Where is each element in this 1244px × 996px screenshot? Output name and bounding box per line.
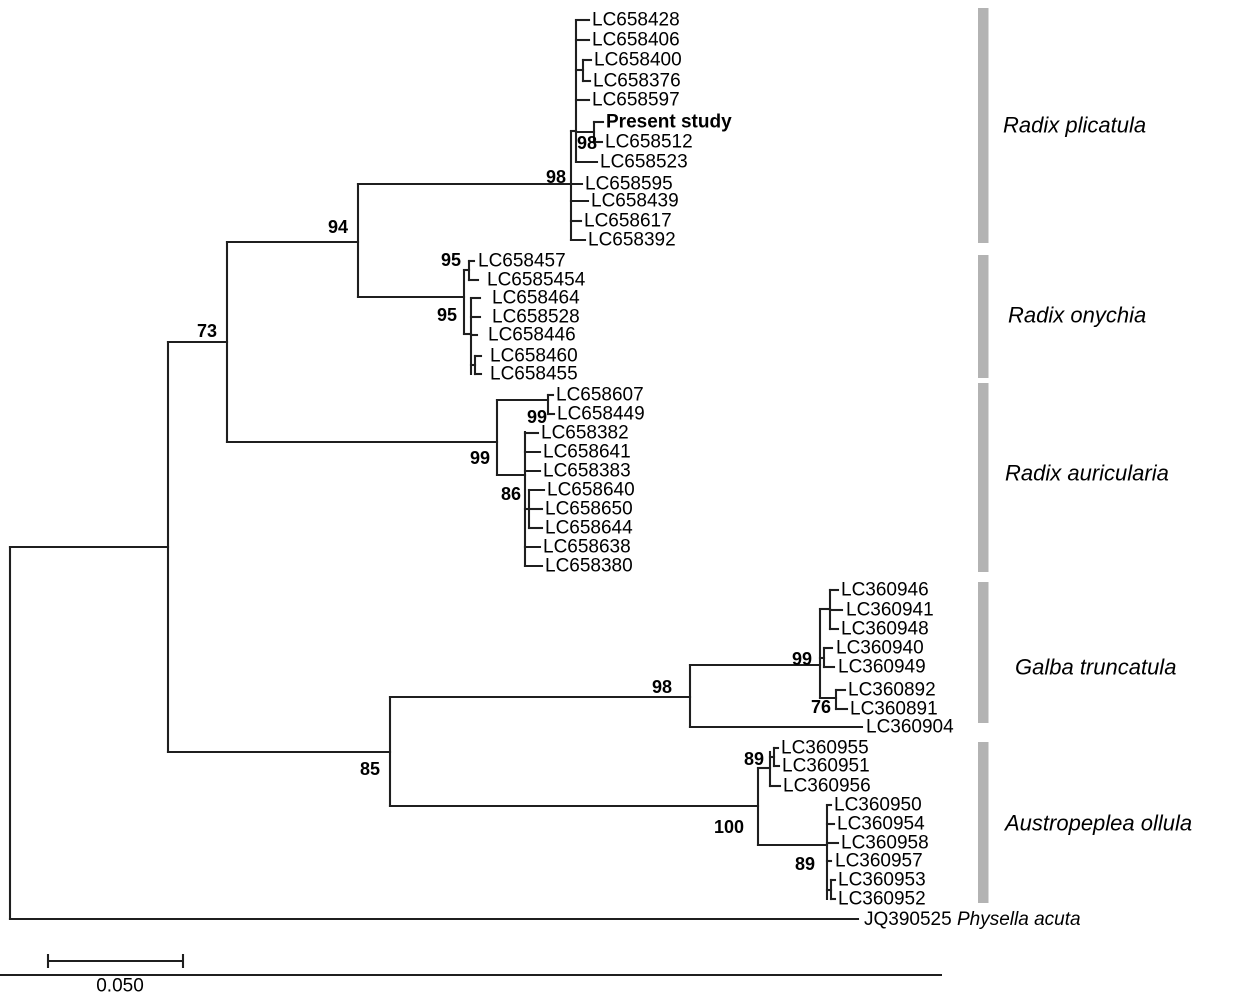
- present-study-label: Present study: [606, 112, 732, 133]
- taxon-label: LC360941: [846, 600, 934, 621]
- outgroup-species-name: Physella acuta: [957, 909, 1081, 930]
- bootstrap-value: 89: [795, 854, 815, 874]
- taxon-label: LC360904: [866, 717, 954, 738]
- taxon-label: LC658641: [543, 442, 631, 463]
- bootstrap-value: 73: [197, 321, 217, 341]
- taxon-label: LC658400: [594, 50, 682, 71]
- taxon-label: LC658380: [545, 556, 633, 577]
- taxon-label: LC360955: [781, 738, 869, 759]
- taxon-label: LC360951: [782, 756, 870, 777]
- clade-bar: [978, 742, 989, 903]
- taxon-label: LC360940: [836, 638, 924, 659]
- outgroup-accession: JQ390525: [864, 909, 957, 930]
- bootstrap-value: 95: [437, 305, 457, 325]
- taxon-label: LC658464: [492, 288, 580, 309]
- clade-species-label: Austropeplea ollula: [1003, 811, 1192, 836]
- bootstrap-value: 98: [546, 167, 566, 187]
- clade-bar: [978, 8, 989, 243]
- taxon-label: LC658449: [557, 404, 645, 425]
- taxon-label: LC360958: [841, 833, 929, 854]
- bootstrap-value: 85: [360, 759, 380, 779]
- taxon-label: LC658457: [478, 251, 566, 272]
- taxon-label: LC658512: [605, 132, 693, 153]
- taxon-label: LC360891: [850, 699, 938, 720]
- clade-bar: [978, 383, 989, 572]
- taxon-label: LC658446: [488, 325, 576, 346]
- taxon-label: LC360956: [783, 776, 871, 797]
- taxon-label: LC658406: [592, 30, 680, 51]
- scale-bar-label: 0.050: [96, 976, 144, 996]
- taxon-label: LC360892: [848, 680, 936, 701]
- taxon-label: LC658607: [556, 385, 644, 406]
- taxon-label: LC658523: [600, 152, 688, 173]
- taxon-label: LC658392: [588, 230, 676, 251]
- taxon-label: LC658439: [591, 191, 679, 212]
- taxon-label: LC360946: [841, 580, 929, 601]
- taxon-label: LC360948: [841, 619, 929, 640]
- clade-species-label: Radix auricularia: [1005, 461, 1169, 486]
- clade-species-label: Galba truncatula: [1015, 655, 1176, 680]
- clade-species-label: Radix onychia: [1008, 303, 1146, 328]
- bootstrap-value: 99: [792, 649, 812, 669]
- bootstrap-value: 100: [714, 817, 744, 837]
- taxon-label: LC658640: [547, 480, 635, 501]
- taxon-label: LC360952: [838, 889, 926, 910]
- bootstrap-value: 95: [441, 250, 461, 270]
- taxon-label: LC658383: [543, 461, 631, 482]
- taxon-label: LC360957: [835, 851, 923, 872]
- taxon-label: LC658644: [545, 518, 633, 539]
- bootstrap-value: 86: [501, 484, 521, 504]
- taxon-label: LC658382: [541, 423, 629, 444]
- taxon-label: LC658428: [592, 10, 680, 31]
- taxon-label: LC360954: [837, 814, 925, 835]
- bootstrap-value: 98: [577, 133, 597, 153]
- taxon-label: LC360953: [838, 870, 926, 891]
- taxon-label: LC658376: [593, 71, 681, 92]
- clade-bar: [978, 582, 989, 723]
- bootstrap-value: 89: [744, 749, 764, 769]
- clade-bar: [978, 255, 989, 378]
- taxon-label: LC6585454: [487, 270, 586, 291]
- bootstrap-value: 94: [328, 217, 348, 237]
- clade-species-label: Radix plicatula: [1003, 113, 1146, 138]
- bootstrap-value: 99: [527, 407, 547, 427]
- taxon-label: LC658597: [592, 90, 680, 111]
- taxon-label: LC658638: [543, 537, 631, 558]
- outgroup-label: JQ390525 Physella acuta: [864, 909, 1081, 930]
- taxon-label: LC658455: [490, 364, 578, 385]
- bootstrap-value: 99: [470, 448, 490, 468]
- taxon-label: LC658595: [585, 174, 673, 195]
- taxon-label: LC360949: [838, 657, 926, 678]
- taxon-label: LC658460: [490, 346, 578, 367]
- bootstrap-value: 98: [652, 677, 672, 697]
- taxon-label: LC658528: [492, 307, 580, 328]
- bootstrap-value: 76: [811, 697, 831, 717]
- taxon-label: LC360950: [834, 795, 922, 816]
- taxon-label: LC658650: [545, 499, 633, 520]
- taxon-label: LC658617: [584, 211, 672, 232]
